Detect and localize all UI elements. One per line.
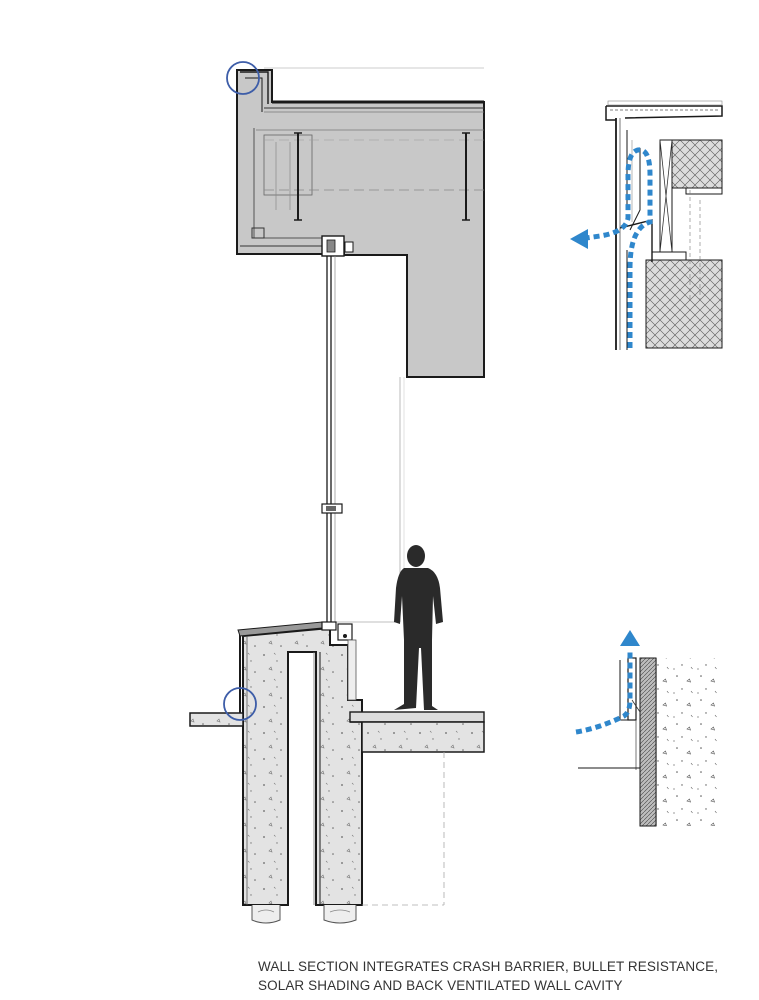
roof-soffit-block [236, 67, 485, 378]
base-ventilation-detail [575, 630, 720, 827]
crash-barrier-wall [237, 621, 363, 924]
interior-floor-slab [349, 711, 485, 906]
detail-callout-circle-icon [223, 687, 257, 721]
detail-callout-circle-icon [226, 61, 260, 95]
person-silhouette-icon [394, 545, 443, 710]
airflow-arrow-icon [575, 652, 633, 735]
drawing-caption: WALL SECTION INTEGRATES CRASH BARRIER, B… [258, 957, 738, 995]
curtain-wall-glazing [321, 256, 405, 623]
caption-line-2: SOLAR SHADING AND BACK VENTILATED WALL C… [258, 978, 623, 993]
parapet-ventilation-detail [570, 100, 723, 350]
airflow-arrow-icon [585, 147, 653, 348]
caption-line-1: WALL SECTION INTEGRATES CRASH BARRIER, B… [258, 959, 719, 974]
